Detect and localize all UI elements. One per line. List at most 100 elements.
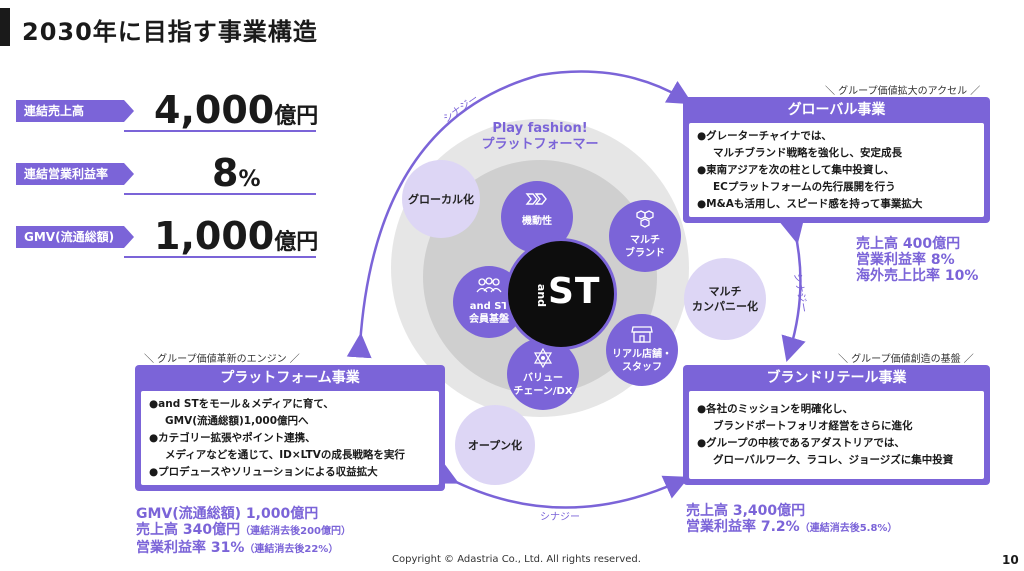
platform-sales: 売上高 340億円 (136, 522, 241, 538)
synergy-arrow-bottom (431, 461, 690, 509)
chevrons-icon (525, 193, 547, 205)
satellite-label: オープン化 (467, 438, 523, 452)
kpi-sales: 連結売上高 4,000億円 (16, 88, 318, 138)
satellite-label-line-2: カンパニー化 (692, 300, 758, 313)
platform-body: ●and STをモール＆メディアに育て、 GMV(流通総額)1,000億円へ ●… (141, 391, 439, 485)
page-title: 2030年に目指す事業構造 (22, 18, 318, 46)
kpi-value-wrap: 1,000億円 (154, 214, 318, 258)
brand-line: グローバルワーク、ラコレ、ジョージズに集中投資 (713, 454, 954, 466)
and-st-logo: and ST (505, 238, 617, 350)
petal-label-line-2: ブランド (625, 248, 665, 259)
platform-title: プラットフォーム事業 (220, 370, 360, 386)
global-line: ●東南アジアを次の柱として集中投資し、 (697, 164, 895, 176)
platform-line: メディアなどを通じて、ID×LTVの成長戦略を実行 (165, 449, 405, 461)
people-icon (476, 277, 502, 293)
kpi-unit: 億円 (274, 230, 319, 255)
petal-value-chain: バリュー チェーン/DX (507, 338, 579, 410)
copyright: Copyright © Adastria Co., Ltd. All right… (392, 554, 641, 565)
platform-margin: 営業利益率 31% (136, 540, 245, 556)
global-overseas-ratio: 海外売上比率 10% (856, 268, 979, 284)
network-star-icon (533, 347, 553, 369)
satellite-multi-company: マルチカンパニー化 (684, 258, 766, 340)
page-number: 10 (1002, 553, 1019, 567)
kpi-underline (124, 130, 316, 132)
platform-caption: ＼ グループ価値革新のエンジン ／ (144, 354, 300, 365)
synergy-arrow-top (346, 70, 693, 359)
platformer-line-2: プラットフォーマー (481, 137, 599, 152)
satellite-label: マルチカンパニー化 (692, 284, 758, 314)
satellite-label: グローカル化 (408, 192, 474, 206)
satellite-open: オープン化 (455, 405, 535, 485)
platform-business-box: プラットフォーム事業 ●and STをモール＆メディアに育て、 GMV(流通総額… (135, 365, 445, 491)
petal-label-line-1: リアル店舗・ (612, 349, 672, 360)
global-margin: 営業利益率 8% (856, 252, 955, 268)
kpi-gmv: GMV(流通総額) 1,000億円 (16, 214, 318, 264)
platform-sales-row: 売上高 340億円（連結消去後200億円） (136, 522, 351, 540)
petal-label-line-1: マルチ (630, 235, 660, 246)
platform-gmv: GMV(流通総額) 1,000億円 (136, 506, 319, 522)
brand-title: ブランドリテール事業 (766, 370, 907, 386)
global-caption: ＼ グループ価値拡大のアクセル ／ (825, 86, 981, 97)
storefront-icon (631, 326, 653, 343)
kpi-unit: 億円 (274, 104, 319, 129)
brand-stats: 売上高 3,400億円 営業利益率 7.2%（連結消去後5.8%） (686, 503, 897, 537)
brand-sales: 売上高 3,400億円 (686, 503, 806, 519)
satellite-label-line-1: マルチ (708, 285, 742, 298)
global-title: グローバル事業 (787, 102, 886, 118)
brand-body: ●各社のミッションを明確化し、 ブランドポートフォリオ経営をさらに進化 ●グルー… (689, 391, 984, 479)
platformer-label: Play fashion! プラットフォーマー (460, 121, 620, 153)
kpi-label: 連結営業利益率 (16, 163, 134, 185)
platform-line: ●and STをモール＆メディアに育て、 (149, 398, 334, 410)
kpi-operating-margin: 連結営業利益率 8% (16, 151, 316, 201)
brand-line: ●各社のミッションを明確化し、 (697, 403, 854, 415)
brand-caption: ＼ グループ価値創造の基盤 ／ (838, 354, 974, 365)
synergy-label-bottom: シナジー (540, 512, 580, 523)
global-line: ECプラットフォームの先行展開を行う (713, 181, 896, 193)
platformer-line-1: Play fashion! (492, 121, 588, 136)
petal-label-line-2: スタッフ (622, 362, 662, 373)
platform-stats: GMV(流通総額) 1,000億円 売上高 340億円（連結消去後200億円） … (136, 506, 351, 558)
brand-line: ●グループの中核であるアダストリアでは、 (697, 437, 905, 449)
brand-margin-note: （連結消去後5.8%） (799, 523, 898, 534)
global-line: マルチブランド戦略を強化し、安定成長 (713, 147, 902, 159)
global-body: ●グレーターチャイナでは、 マルチブランド戦略を強化し、安定成長 ●東南アジアを… (689, 123, 984, 217)
petal-label-line-2: 会員基盤 (469, 314, 509, 325)
platform-line: GMV(流通総額)1,000億円へ (165, 415, 309, 427)
petal-membership: and ST 会員基盤 (453, 266, 525, 338)
kpi-value: 4,000 (154, 88, 275, 132)
global-sales: 売上高 400億円 (856, 236, 961, 252)
petal-multi-brand: マルチ ブランド (609, 200, 681, 272)
global-line: ●M&Aも活用し、スピード感を持って事業拡大 (697, 198, 923, 210)
global-stats: 売上高 400億円 営業利益率 8% 海外売上比率 10% (856, 236, 978, 284)
petal-label-line-1: バリュー (523, 373, 563, 384)
petal-retail: リアル店舗・ スタッフ (606, 314, 678, 386)
satellite-glocal: グローカル化 (402, 160, 480, 238)
kpi-label: GMV(流通総額) (16, 226, 134, 248)
platform-margin-note: （連結消去後22%） (244, 544, 339, 555)
kpi-unit: % (238, 167, 261, 192)
logo-st: ST (548, 271, 601, 312)
brand-margin: 営業利益率 7.2% (686, 519, 800, 535)
brand-retail-box: ブランドリテール事業 ●各社のミッションを明確化し、 ブランドポートフォリオ経営… (683, 365, 990, 485)
kpi-value: 1,000 (154, 214, 275, 258)
hexagons-icon (636, 210, 654, 228)
kpi-underline (124, 256, 316, 258)
kpi-underline (124, 193, 316, 195)
global-line: ●グレーターチャイナでは、 (697, 130, 832, 142)
kpi-value-wrap: 8% (212, 151, 261, 195)
platform-margin-row: 営業利益率 31%（連結消去後22%） (136, 540, 351, 558)
global-business-box: グローバル事業 ●グレーターチャイナでは、 マルチブランド戦略を強化し、安定成長… (683, 97, 990, 223)
platform-sales-note: （連結消去後200億円） (240, 526, 351, 537)
platform-line: ●プロデュースやソリューションによる収益拡大 (149, 466, 378, 478)
title-accent-bar (0, 8, 10, 46)
brand-margin-row: 営業利益率 7.2%（連結消去後5.8%） (686, 519, 897, 537)
kpi-value: 8 (212, 151, 239, 195)
kpi-value-wrap: 4,000億円 (154, 88, 318, 132)
kpi-label: 連結売上高 (16, 100, 134, 122)
petal-label: 機動性 (522, 216, 552, 227)
synergy-arrow-right (780, 217, 806, 362)
petal-label-line-1: and ST (469, 301, 509, 312)
petal-label-line-2: チェーン/DX (513, 386, 573, 397)
brand-line: ブランドポートフォリオ経営をさらに進化 (713, 420, 913, 432)
